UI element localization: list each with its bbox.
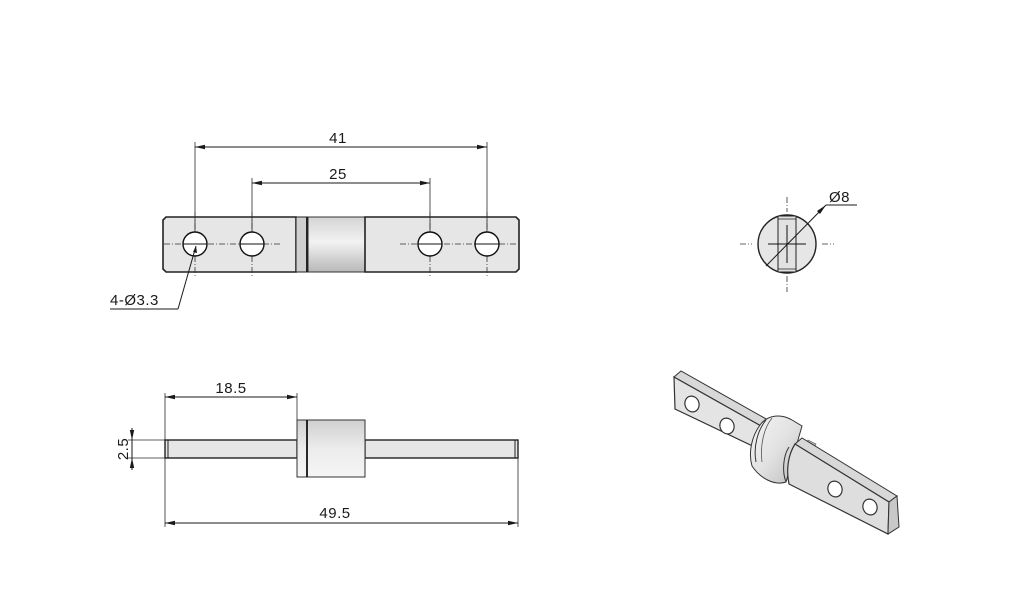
iso-hole-4 (862, 498, 878, 516)
iso-right-leaf-end (887, 495, 900, 535)
iso-hole-1 (684, 395, 700, 413)
dim-2-5: 2.5 (115, 438, 132, 460)
dim-49-5: 49.5 (319, 505, 350, 522)
side-right-leaf (364, 439, 519, 459)
side-left-leaf (164, 439, 298, 459)
top-barrel (307, 216, 366, 273)
dim-41: 41 (329, 130, 347, 147)
side-view: 18.5 49.5 2.5 (115, 380, 519, 527)
iso-hole-3 (827, 480, 843, 498)
dim-18-5: 18.5 (215, 380, 246, 397)
top-ring (295, 216, 308, 273)
top-view: 41 25 4-Ø3.3 (110, 130, 520, 310)
dim-diameter-8: Ø8 (829, 189, 850, 206)
hole-callout: 4-Ø3.3 (110, 292, 159, 309)
side-barrel (296, 419, 366, 478)
dim-25: 25 (329, 166, 347, 183)
iso-hole-2 (719, 417, 735, 435)
end-view: Ø8 (740, 189, 857, 292)
iso-view (673, 370, 900, 535)
